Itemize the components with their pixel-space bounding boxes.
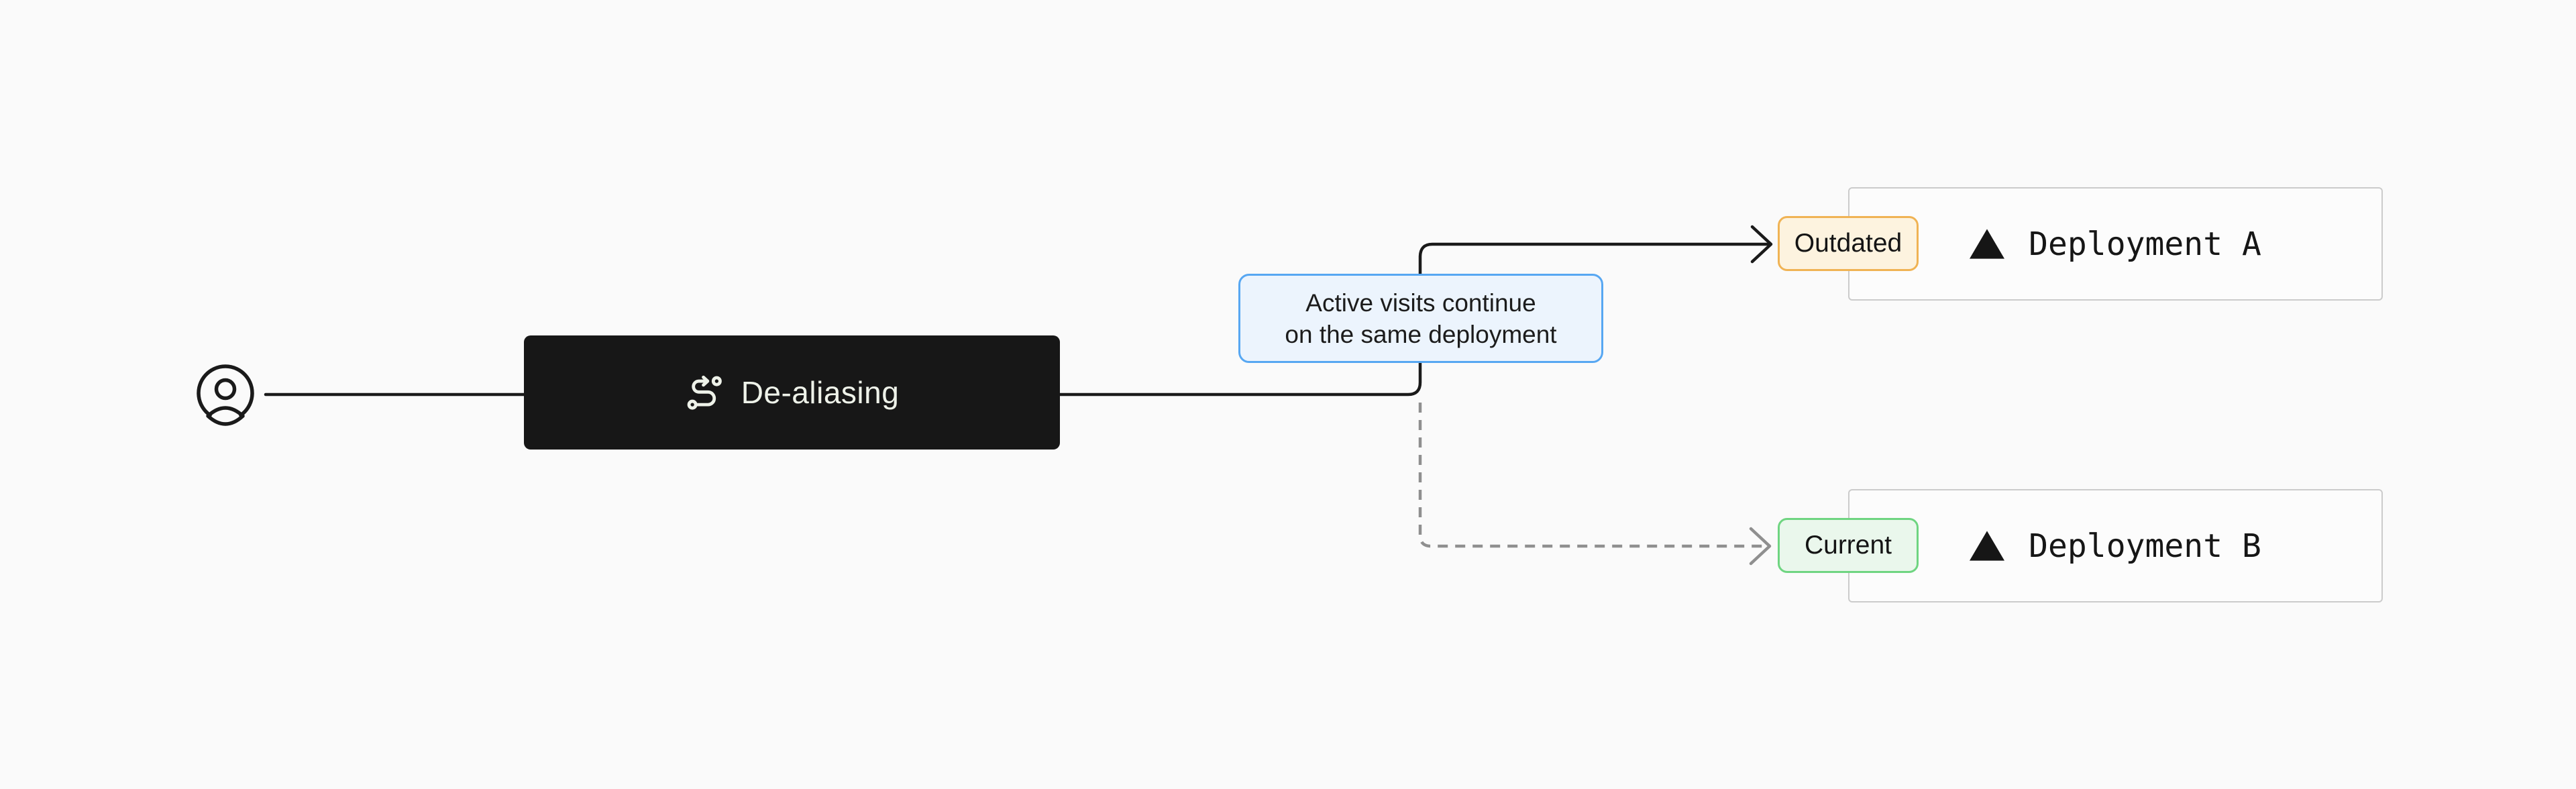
- current-arrowhead-icon: [1749, 527, 1772, 566]
- deployment-name: Deployment B: [2029, 527, 2261, 565]
- status-badge-current: Current: [1778, 518, 1919, 573]
- vercel-triangle-icon: [1970, 531, 2005, 561]
- deployment-name: Deployment A: [2029, 225, 2261, 263]
- dealias-node: De-aliasing: [524, 335, 1060, 450]
- tooltip-line-2: on the same deployment: [1285, 320, 1557, 348]
- user-circle-icon: [197, 364, 254, 426]
- route-icon: [687, 375, 722, 410]
- status-badge-outdated: Outdated: [1778, 216, 1919, 271]
- dealias-to-current-dashed-connector: [1418, 403, 1767, 548]
- outdated-arrowhead-icon: [1750, 225, 1773, 264]
- vercel-triangle-icon: [1970, 229, 2005, 259]
- tooltip-line-1: Active visits continue: [1305, 288, 1536, 317]
- active-visits-tooltip: Active visits continue on the same deplo…: [1238, 274, 1603, 363]
- dealias-label: De-aliasing: [741, 375, 900, 410]
- deployment-card-b: Deployment B: [1848, 489, 2383, 602]
- deployment-card-a: Deployment A: [1848, 187, 2383, 301]
